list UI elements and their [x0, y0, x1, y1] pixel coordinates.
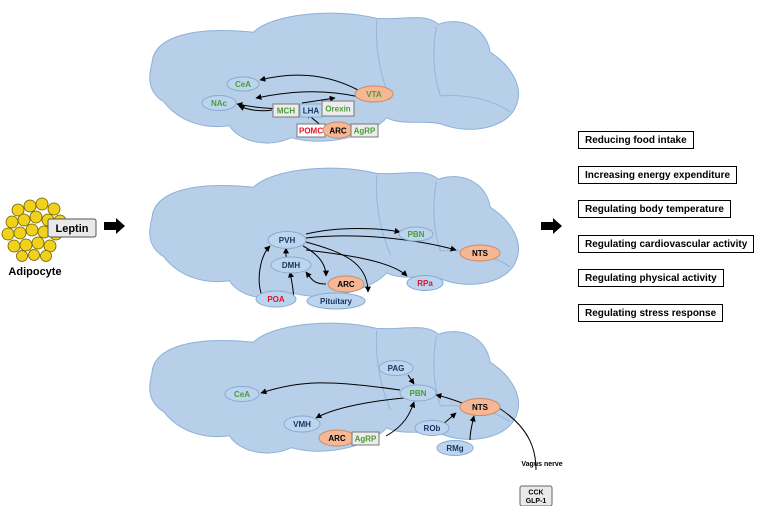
svg-text:VMH: VMH — [293, 420, 311, 429]
glp1-label: GLP-1 — [526, 498, 547, 505]
svg-text:ARC: ARC — [329, 127, 347, 136]
vagus-nerve-label: Vagus nerve — [521, 461, 562, 468]
outcome-body-temperature: Regulating body temperature — [578, 200, 731, 218]
svg-text:PBN: PBN — [410, 389, 427, 398]
svg-text:ARC: ARC — [328, 434, 346, 443]
node-mch-1: MCH — [272, 103, 300, 118]
panel-2-connections — [258, 228, 457, 304]
node-pbn-3: PBN — [399, 384, 437, 402]
output-arrow — [541, 218, 562, 234]
svg-text:AgRP: AgRP — [355, 435, 377, 444]
node-arc-3: ARC — [318, 429, 356, 447]
outcome-physical-activity: Regulating physical activity — [578, 269, 724, 287]
svg-text:Pituitary: Pituitary — [320, 297, 353, 306]
svg-text:PBN: PBN — [408, 230, 425, 239]
svg-text:PAG: PAG — [388, 364, 405, 373]
svg-text:MCH: MCH — [277, 107, 295, 116]
node-orexin-1: Orexin — [321, 100, 355, 117]
leptin-box: Leptin — [47, 218, 97, 238]
node-pbn-2: PBN — [398, 226, 434, 242]
node-nts-2: NTS — [459, 244, 501, 262]
adipocyte-label: Adipocyte — [8, 266, 61, 278]
node-nts-3: NTS — [459, 398, 501, 416]
node-lha-1: LHA — [299, 103, 323, 118]
outcome-cardiovascular: Regulating cardiovascular activity — [578, 235, 755, 253]
cck-glp1-box: CCK GLP-1 — [519, 485, 553, 506]
node-rob-3: ROb — [414, 420, 450, 436]
node-pag-3: PAG — [378, 360, 414, 376]
adipocyte-cluster — [1, 197, 67, 262]
svg-text:PVH: PVH — [279, 236, 296, 245]
node-cea-3: CeA — [224, 386, 260, 402]
svg-text:RMg: RMg — [446, 444, 463, 453]
svg-text:LHA: LHA — [303, 107, 320, 116]
leptin-label: Leptin — [56, 223, 89, 235]
panel-3-nodes: PAG PBN CeA NTS VMH ROb ARC AgRP RMg — [224, 360, 501, 456]
svg-text:ARC: ARC — [337, 280, 355, 289]
svg-text:AgRP: AgRP — [354, 127, 376, 136]
svg-text:RPa: RPa — [417, 279, 433, 288]
node-agrp-1: AgRP — [350, 123, 379, 138]
panel-2-nodes: PVH PBN NTS DMH ARC RPa POA Pituitary — [255, 226, 501, 310]
svg-text:NAc: NAc — [211, 99, 228, 108]
svg-text:CeA: CeA — [235, 80, 251, 89]
input-arrow — [104, 218, 125, 234]
node-pomc-1: POMC — [296, 123, 326, 138]
outcome-energy-expenditure: Increasing energy expenditure — [578, 166, 738, 184]
svg-text:POMC: POMC — [299, 127, 323, 136]
node-nac-1: NAc — [201, 95, 237, 111]
node-pvh-2: PVH — [267, 231, 307, 249]
svg-text:Orexin: Orexin — [325, 105, 350, 114]
cck-label: CCK — [528, 490, 543, 497]
node-vmh-3: VMH — [283, 415, 321, 433]
outcome-stress-response: Regulating stress response — [578, 304, 724, 322]
svg-text:DMH: DMH — [282, 261, 300, 270]
node-arc-2: ARC — [327, 275, 365, 293]
panel-1-nodes: CeA NAc VTA MCH LHA Orexin POMC ARC AgRP — [201, 76, 394, 139]
node-poa-2: POA — [255, 290, 297, 308]
svg-text:VTA: VTA — [366, 90, 382, 99]
svg-text:CeA: CeA — [234, 390, 250, 399]
node-pituitary-2: Pituitary — [306, 292, 366, 310]
node-arc-1: ARC — [322, 121, 354, 139]
outcome-food-intake: Reducing food intake — [578, 131, 694, 149]
panel-3-connections — [260, 374, 537, 471]
svg-text:ROb: ROb — [424, 424, 441, 433]
node-rpa-2: RPa — [406, 275, 444, 291]
node-dmh-2: DMH — [270, 256, 312, 274]
svg-text:NTS: NTS — [472, 403, 489, 412]
node-agrp-3: AgRP — [351, 431, 380, 446]
svg-text:POA: POA — [267, 295, 285, 304]
node-cea-1: CeA — [226, 76, 260, 92]
svg-text:NTS: NTS — [472, 249, 489, 258]
node-vta-1: VTA — [354, 85, 394, 103]
node-rmg-3: RMg — [436, 440, 474, 456]
